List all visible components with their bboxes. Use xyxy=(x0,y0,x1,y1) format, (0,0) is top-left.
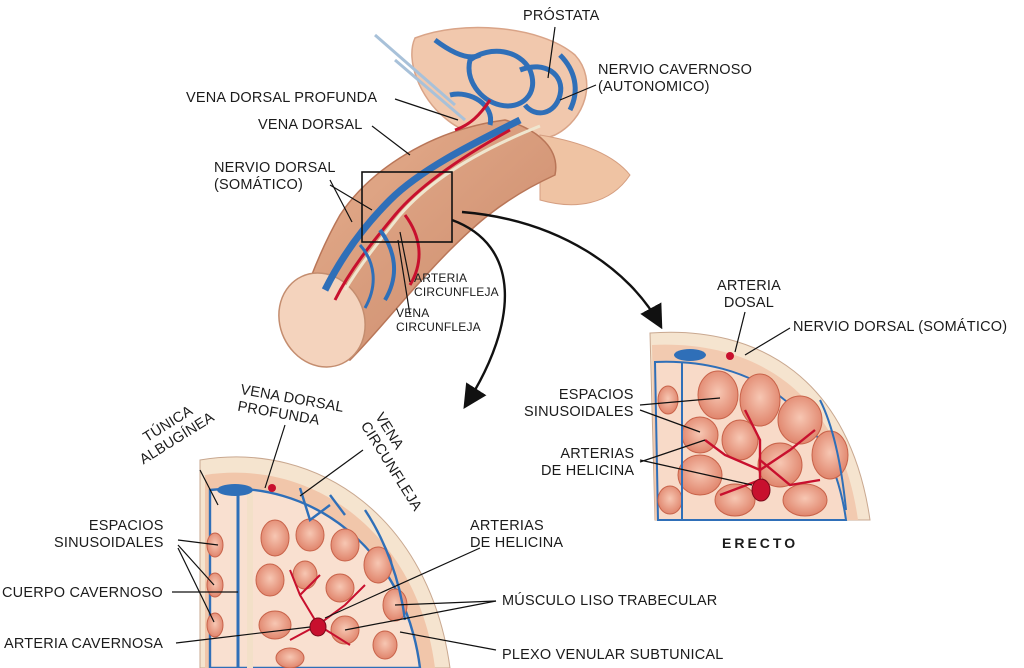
label-vena-dorsal-top: VENA DORSAL xyxy=(258,117,363,133)
label-arterias-helicina-right: ARTERIAS DE HELICINA xyxy=(541,446,635,479)
caption-erecto: ERECTO xyxy=(722,535,798,552)
label-plexo-venular: PLEXO VENULAR SUBTUNICAL xyxy=(502,647,724,663)
label-arteria-dosal: ARTERIA DOSAL xyxy=(717,278,781,311)
caption-erecto-text: ERECTO xyxy=(722,535,799,551)
label-nervio-dorsal-top: NERVIO DORSAL (SOMÁTICO) xyxy=(214,160,336,193)
label-nervio-dorsal-right: NERVIO DORSAL (SOMÁTICO) xyxy=(793,319,1008,335)
label-prostata: PRÓSTATA xyxy=(523,8,600,24)
erect-cross-section xyxy=(649,331,871,521)
flaccid-cross-section xyxy=(199,456,451,668)
label-arteria-cavernosa: ARTERIA CAVERNOSA xyxy=(4,636,164,652)
label-espacios-right: ESPACIOS SINUSOIDALES xyxy=(524,387,634,420)
label-vena-circunfleja-top: VENA CIRCUNFLEJA xyxy=(396,306,481,334)
label-arterias-helicina-bottom: ARTERIAS DE HELICINA xyxy=(470,518,564,551)
shaft-illustration xyxy=(278,26,631,368)
label-espacios-left: ESPACIOS SINUSOIDALES xyxy=(54,518,164,551)
label-vena-dorsal-profunda-top: VENA DORSAL PROFUNDA xyxy=(186,90,378,106)
label-arteria-circunfleja: ARTERIA CIRCUNFLEJA xyxy=(414,271,499,299)
label-cuerpo-cavernoso: CUERPO CAVERNOSO xyxy=(2,585,163,601)
leader-lines xyxy=(172,26,791,651)
label-nervio-cavernoso: NERVIO CAVERNOSO (AUTONOMICO) xyxy=(598,62,753,95)
label-musculo-liso: MÚSCULO LISO TRABECULAR xyxy=(502,593,718,609)
arrow-to-bottom xyxy=(451,218,506,410)
arrow-to-right xyxy=(461,210,663,330)
